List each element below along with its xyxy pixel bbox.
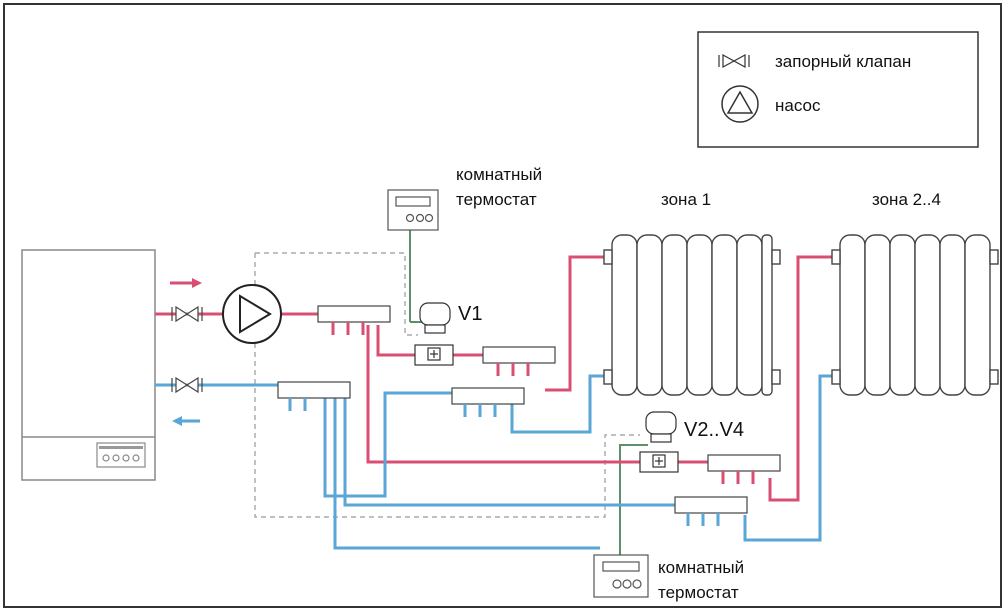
shutoff-valve-icon [718,53,750,69]
radiator-zone1 [603,234,781,396]
thermostat-bottom-label-2: термостат [658,583,739,602]
radiator-zone2 [831,234,999,396]
manifold-return-main [277,381,351,399]
manifold-stubs-blue [288,398,720,526]
manifold-zone2-supply [707,454,781,472]
manifold-zone1-return [451,387,525,405]
thermostat-top-label-1: комнатный [456,165,542,184]
manifold-zone2-return [674,496,748,514]
zone1-label: зона 1 [661,190,711,209]
legend-valve-label: запорный клапан [775,52,911,71]
legend-pump-label: насос [775,96,821,115]
return-pipes [155,374,836,550]
arrow-left-icon [172,416,200,426]
dashed-wiring-box-left [254,252,640,518]
shutoff-valve-supply [171,305,203,323]
thermostat-bottom-label-1: комнатный [658,558,744,577]
supply-pipes [155,255,833,502]
legend-box [697,31,979,148]
outer-frame [3,3,1002,608]
valve-v2-label: V2..V4 [684,419,744,441]
motor-valve-v1 [414,302,454,366]
boiler-body [21,249,156,481]
shutoff-valve-return [171,376,203,394]
room-thermostat-top [387,189,439,231]
zone2-label: зона 2..4 [872,190,941,209]
valve-v1-label: V1 [458,303,482,325]
thermostat-top-label-2: термостат [456,190,537,209]
room-thermostat-bottom [593,554,649,598]
wire-bottom [619,444,648,555]
pump [222,284,282,344]
motor-valve-v2 [639,411,679,473]
manifold-stubs-red [331,322,755,484]
manifolds [277,305,781,514]
boiler [21,249,156,481]
manifold-zone1-supply [482,346,556,364]
pump-icon [721,85,759,123]
arrow-right-icon [170,278,202,288]
manifold-supply-main [317,305,391,323]
legend: запорный клапан насос [697,31,979,148]
